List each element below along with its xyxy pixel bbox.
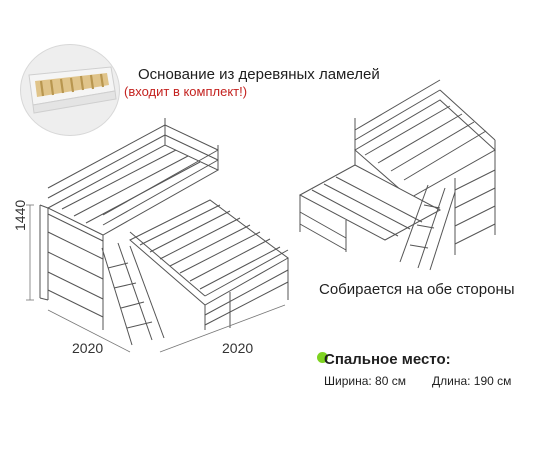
sleeping-length: Длина: 190 см (432, 374, 512, 388)
feature-note: (входит в комплект!) (124, 84, 248, 99)
length-dimension-b: 2020 (222, 340, 254, 356)
alt-orientation-drawing (298, 79, 496, 271)
assembly-text: Собирается на обе стороны (319, 281, 515, 298)
sleeping-place-title: Спальное место: (324, 351, 451, 368)
slat-closeup-image (20, 44, 120, 136)
height-dimension: 1440 (12, 199, 28, 231)
green-dot-icon (317, 352, 328, 363)
length-dimension-a: 2020 (72, 340, 104, 356)
feature-title: Основание из деревяных ламелей (138, 66, 380, 83)
sleeping-width: Ширина: 80 см (324, 374, 406, 388)
corner-bed-drawing (26, 118, 289, 353)
